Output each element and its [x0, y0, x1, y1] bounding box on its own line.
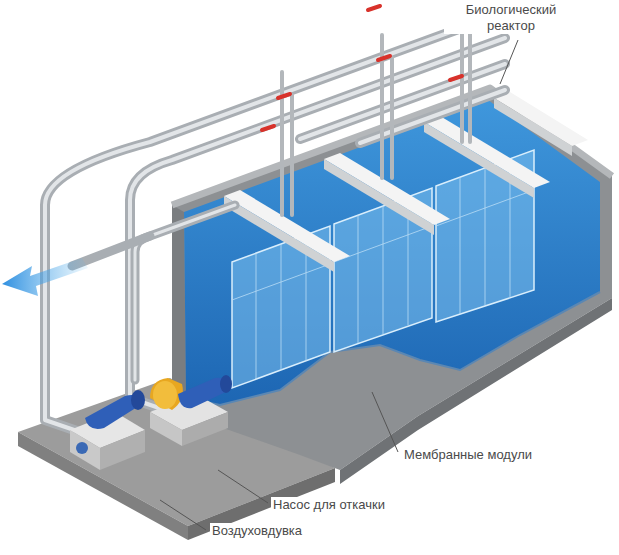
part-label: Воздуховдувка — [210, 523, 304, 539]
pump — [150, 375, 232, 446]
outflow-arrow — [2, 258, 88, 296]
part-label: Мембранные модули — [402, 447, 534, 463]
membrane-modules — [232, 150, 534, 388]
part-label: Насос для откачки — [271, 497, 387, 513]
part-label: Биологический реактор — [444, 2, 578, 34]
pipework — [45, 4, 505, 432]
blower — [70, 390, 145, 470]
